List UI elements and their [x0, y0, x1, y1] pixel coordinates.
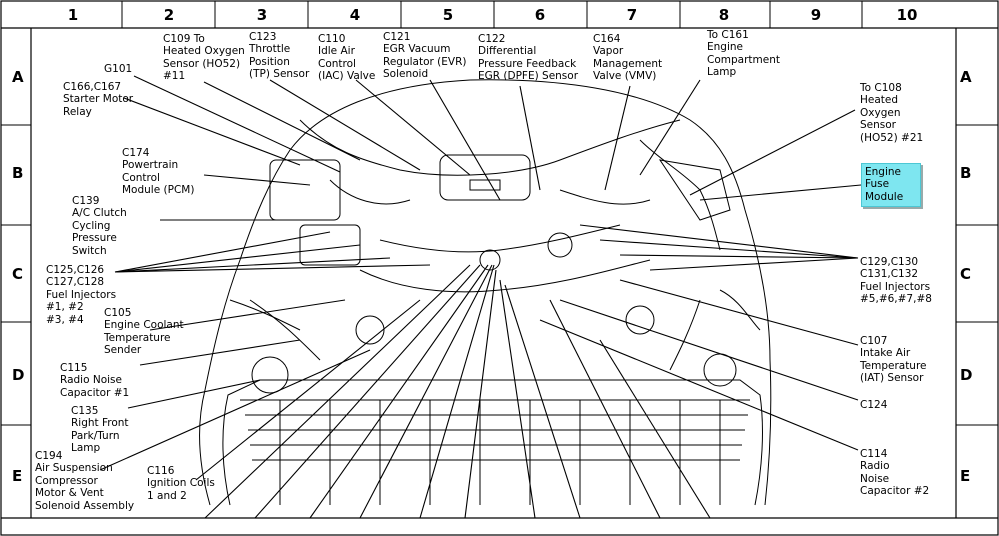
- column-7: 7: [626, 6, 638, 24]
- label-c194-air-suspension: C194 Air Suspension Compressor Motor & V…: [35, 450, 135, 512]
- label-c129-injectors: C129,C130 C131,C132 Fuel Injectors #5,#6…: [860, 256, 932, 306]
- row-d-right: D: [960, 366, 973, 384]
- column-dividers: [1, 1, 998, 426]
- engine-outline: [199, 79, 772, 506]
- column-8: 8: [718, 6, 730, 24]
- label-c115-capacitor: C115 Radio Noise Capacitor #1: [60, 362, 130, 399]
- label-c124: C124: [860, 399, 888, 411]
- label-c109-ho2s: C109 To Heated Oxygen Sensor (HO52) #11: [163, 33, 245, 83]
- row-d-left: D: [12, 366, 25, 384]
- label-c161-lamp: To C161 Engine Compartment Lamp: [707, 29, 780, 79]
- row-c-left: C: [12, 265, 24, 283]
- column-5: 5: [442, 6, 454, 24]
- label-c125-injectors: C125,C126 C127,C128 Fuel Injectors #1, #…: [46, 264, 117, 326]
- label-c105-coolant-sender: C105 Engine Coolant Temperature Sender: [104, 307, 184, 357]
- column-4: 4: [349, 6, 361, 24]
- row-e-left: E: [12, 467, 23, 485]
- row-b-left: B: [12, 164, 24, 182]
- label-c107-iat-sensor: C107 Intake Air Temperature (IAT) Sensor: [860, 335, 927, 385]
- label-c139-ac-switch: C139 A/C Clutch Cycling Pressure Switch: [72, 195, 127, 257]
- column-9: 9: [810, 6, 822, 24]
- label-c116-ignition-coils: C116 Ignition Coils 1 and 2: [147, 465, 215, 502]
- row-b-right: B: [960, 164, 972, 182]
- label-c108-ho2s: To C108 Heated Oxygen Sensor (HO52) #21: [860, 82, 924, 144]
- label-c122-dpfe: C122 Differential Pressure Feedback EGR …: [478, 33, 579, 83]
- label-engine-fuse-module: Engine Fuse Module: [865, 166, 904, 203]
- row-c-right: C: [960, 265, 972, 283]
- engine-fuse-module-highlight: Engine Fuse Module: [861, 163, 921, 207]
- row-a-left: A: [12, 68, 24, 86]
- label-c135-park-lamp: C135 Right Front Park/Turn Lamp: [71, 405, 129, 455]
- column-1: 1: [67, 6, 79, 24]
- row-e-right: E: [960, 467, 971, 485]
- label-c174-pcm: C174 Powertrain Control Module (PCM): [122, 147, 195, 197]
- label-c114-capacitor: C114 Radio Noise Capacitor #2: [860, 448, 930, 498]
- column-6: 6: [534, 6, 546, 24]
- column-2: 2: [163, 6, 175, 24]
- label-c166-starter-relay: C166,C167 Starter Motor Relay: [63, 81, 134, 118]
- column-3: 3: [256, 6, 268, 24]
- label-c164-vmv: C164 Vapor Management Valve (VMV): [593, 33, 663, 83]
- label-g101: G101: [104, 63, 133, 75]
- row-a-right: A: [960, 68, 972, 86]
- label-c121-evr: C121 EGR Vacuum Regulator (EVR) Solenoid: [383, 31, 467, 81]
- label-c123-tp-sensor: C123 Throttle Position (TP) Sensor: [249, 31, 310, 81]
- column-10: 10: [896, 6, 918, 24]
- leader-lines: [99, 75, 862, 519]
- label-c110-iac-valve: C110 Idle Air Control (IAC) Valve: [318, 33, 376, 83]
